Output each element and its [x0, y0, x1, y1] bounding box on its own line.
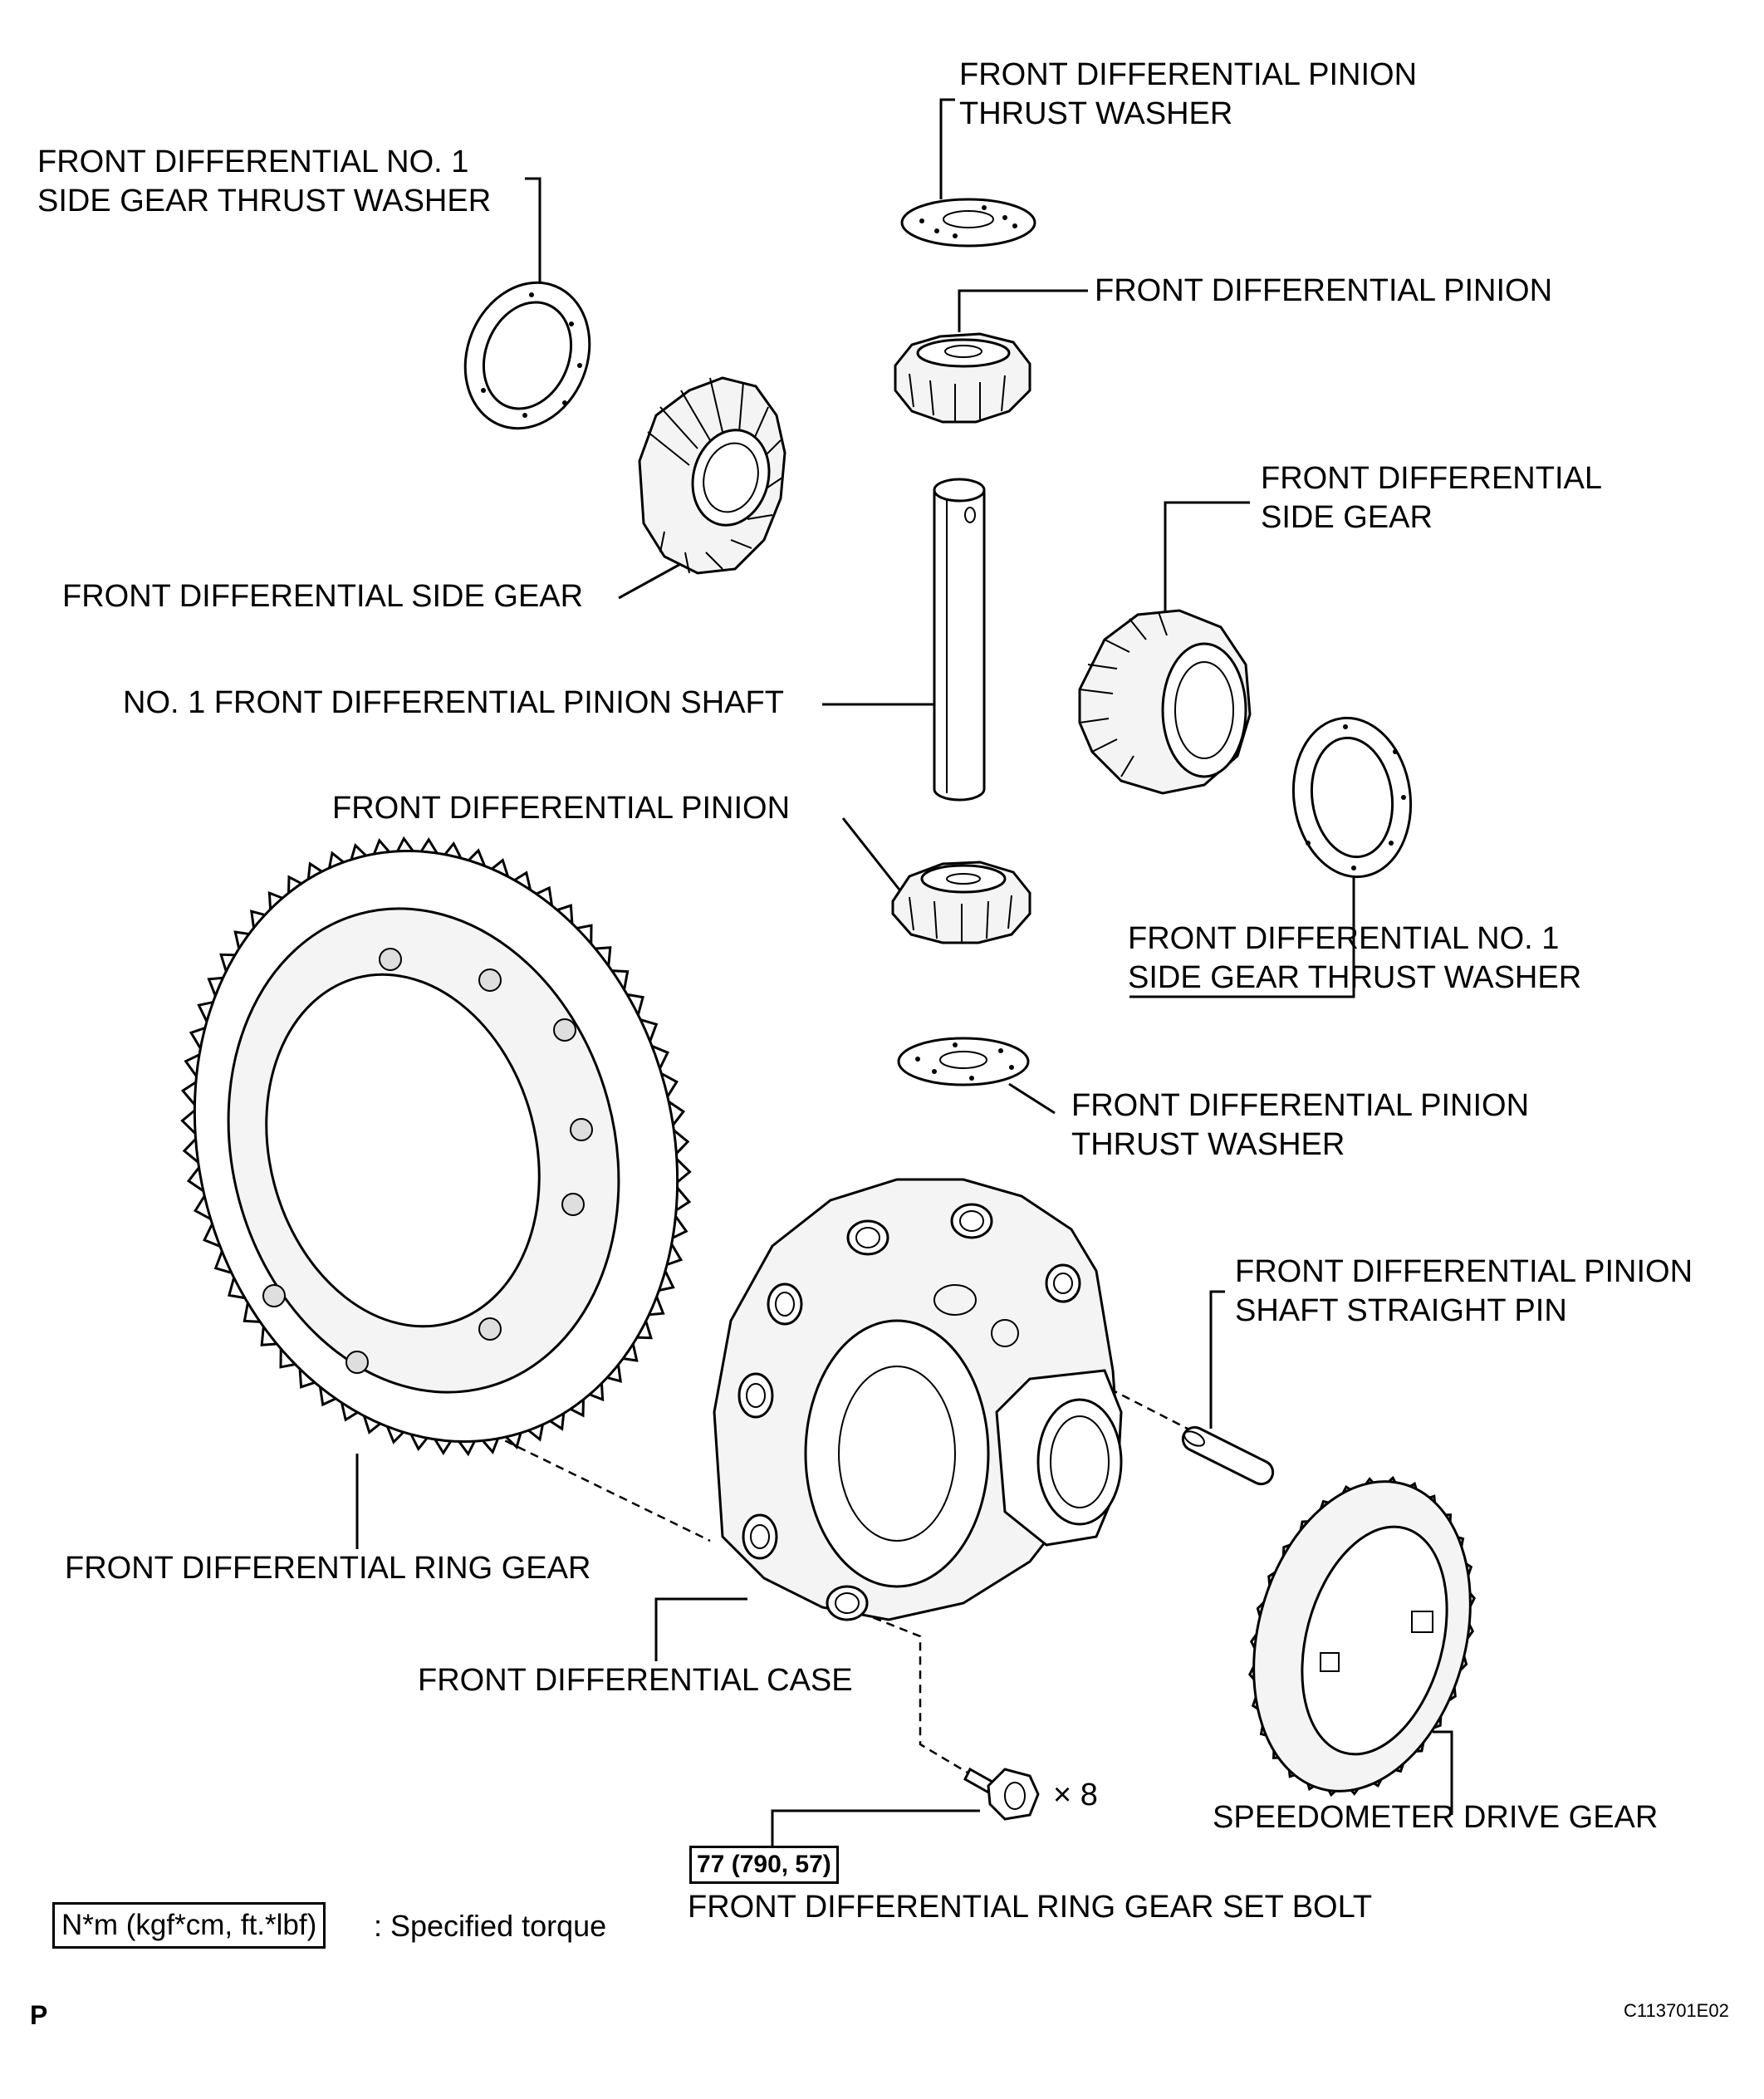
side-gear-thrust-washer-right	[1291, 716, 1413, 879]
label-set-bolt: FRONT DIFFERENTIAL RING GEAR SET BOLT	[688, 1888, 1372, 1927]
torque-box-set-bolt: 77 (790, 57)	[689, 1846, 839, 1884]
label-line: SIDE GEAR	[1261, 500, 1433, 535]
label-line: FRONT DIFFERENTIAL PINION	[959, 57, 1418, 92]
label-side-gear-thrust-washer-right: FRONT DIFFERENTIAL NO. 1 SIDE GEAR THRUS…	[1128, 920, 1581, 998]
straight-pin	[1181, 1425, 1275, 1486]
label-line: SIDE GEAR THRUST WASHER	[1128, 960, 1582, 995]
label-ring-gear: FRONT DIFFERENTIAL RING GEAR	[65, 1549, 590, 1588]
label-line: FRONT DIFFERENTIAL RING GEAR	[65, 1551, 591, 1586]
side-gear-left	[638, 376, 786, 575]
pinion-bottom	[891, 861, 1031, 944]
speedometer-drive-gear	[1248, 1475, 1476, 1797]
pinion-shaft	[933, 478, 986, 802]
label-pinion-thrust-washer-top: FRONT DIFFERENTIAL PINION THRUST WASHER	[959, 56, 1417, 134]
label-line: FRONT DIFFERENTIAL NO. 1	[1128, 921, 1560, 956]
label-line: SIDE GEAR THRUST WASHER	[37, 184, 492, 218]
label-line: THRUST WASHER	[959, 96, 1233, 131]
label-side-gear-thrust-washer-left: FRONT DIFFERENTIAL NO. 1 SIDE GEAR THRUS…	[37, 143, 491, 221]
legend-text: : Specified torque	[374, 1909, 607, 1943]
footer-illustration-code: C113701E02	[1624, 2000, 1729, 2021]
label-pinion-shaft: NO. 1 FRONT DIFFERENTIAL PINION SHAFT	[123, 684, 784, 723]
label-pinion-top: FRONT DIFFERENTIAL PINION	[1095, 272, 1552, 311]
label-line: THRUST WASHER	[1071, 1127, 1345, 1162]
label-line: FRONT DIFFERENTIAL PINION	[1235, 1254, 1693, 1289]
label-line: SHAFT STRAIGHT PIN	[1235, 1293, 1567, 1328]
label-line: FRONT DIFFERENTIAL RING GEAR SET BOLT	[688, 1890, 1373, 1925]
ring-gear	[180, 836, 692, 1457]
ring-gear-set-bolt	[963, 1767, 1040, 1821]
label-line: FRONT DIFFERENTIAL SIDE GEAR	[62, 579, 584, 614]
label-straight-pin: FRONT DIFFERENTIAL PINION SHAFT STRAIGHT…	[1235, 1253, 1693, 1331]
label-line: FRONT DIFFERENTIAL PINION	[332, 791, 791, 826]
label-line: SPEEDOMETER DRIVE GEAR	[1213, 1800, 1659, 1835]
side-gear-right	[1078, 609, 1252, 795]
pinion-thrust-washer-top	[900, 198, 1036, 248]
side-gear-thrust-washer-left	[463, 281, 591, 430]
pinion-top	[894, 332, 1031, 424]
label-line: FRONT DIFFERENTIAL CASE	[418, 1663, 853, 1698]
label-side-gear-left: FRONT DIFFERENTIAL SIDE GEAR	[62, 577, 583, 616]
label-line: FRONT DIFFERENTIAL PINION	[1071, 1088, 1530, 1123]
label-diff-case: FRONT DIFFERENTIAL CASE	[418, 1661, 853, 1700]
label-side-gear-right: FRONT DIFFERENTIAL SIDE GEAR	[1261, 459, 1602, 537]
label-pinion-thrust-washer-bottom: FRONT DIFFERENTIAL PINION THRUST WASHER	[1071, 1086, 1529, 1165]
label-line: FRONT DIFFERENTIAL PINION	[1095, 273, 1553, 308]
label-line: NO. 1 FRONT DIFFERENTIAL PINION SHAFT	[123, 685, 784, 720]
pinion-thrust-washer-bottom	[897, 1037, 1030, 1086]
label-speedometer-gear: SPEEDOMETER DRIVE GEAR	[1213, 1798, 1658, 1837]
label-line: FRONT DIFFERENTIAL NO. 1	[37, 145, 469, 179]
label-bolt-qty: × 8	[1053, 1776, 1098, 1815]
label-pinion-bottom: FRONT DIFFERENTIAL PINION	[332, 789, 790, 828]
label-line: × 8	[1053, 1778, 1098, 1812]
footer-left-code: P	[30, 2000, 48, 2030]
label-line: FRONT DIFFERENTIAL	[1261, 461, 1602, 496]
leader-lines	[355, 98, 1453, 1846]
legend-torque-box: N*m (kgf*cm, ft.*lbf)	[52, 1902, 326, 1949]
differential-case	[713, 1178, 1123, 1621]
